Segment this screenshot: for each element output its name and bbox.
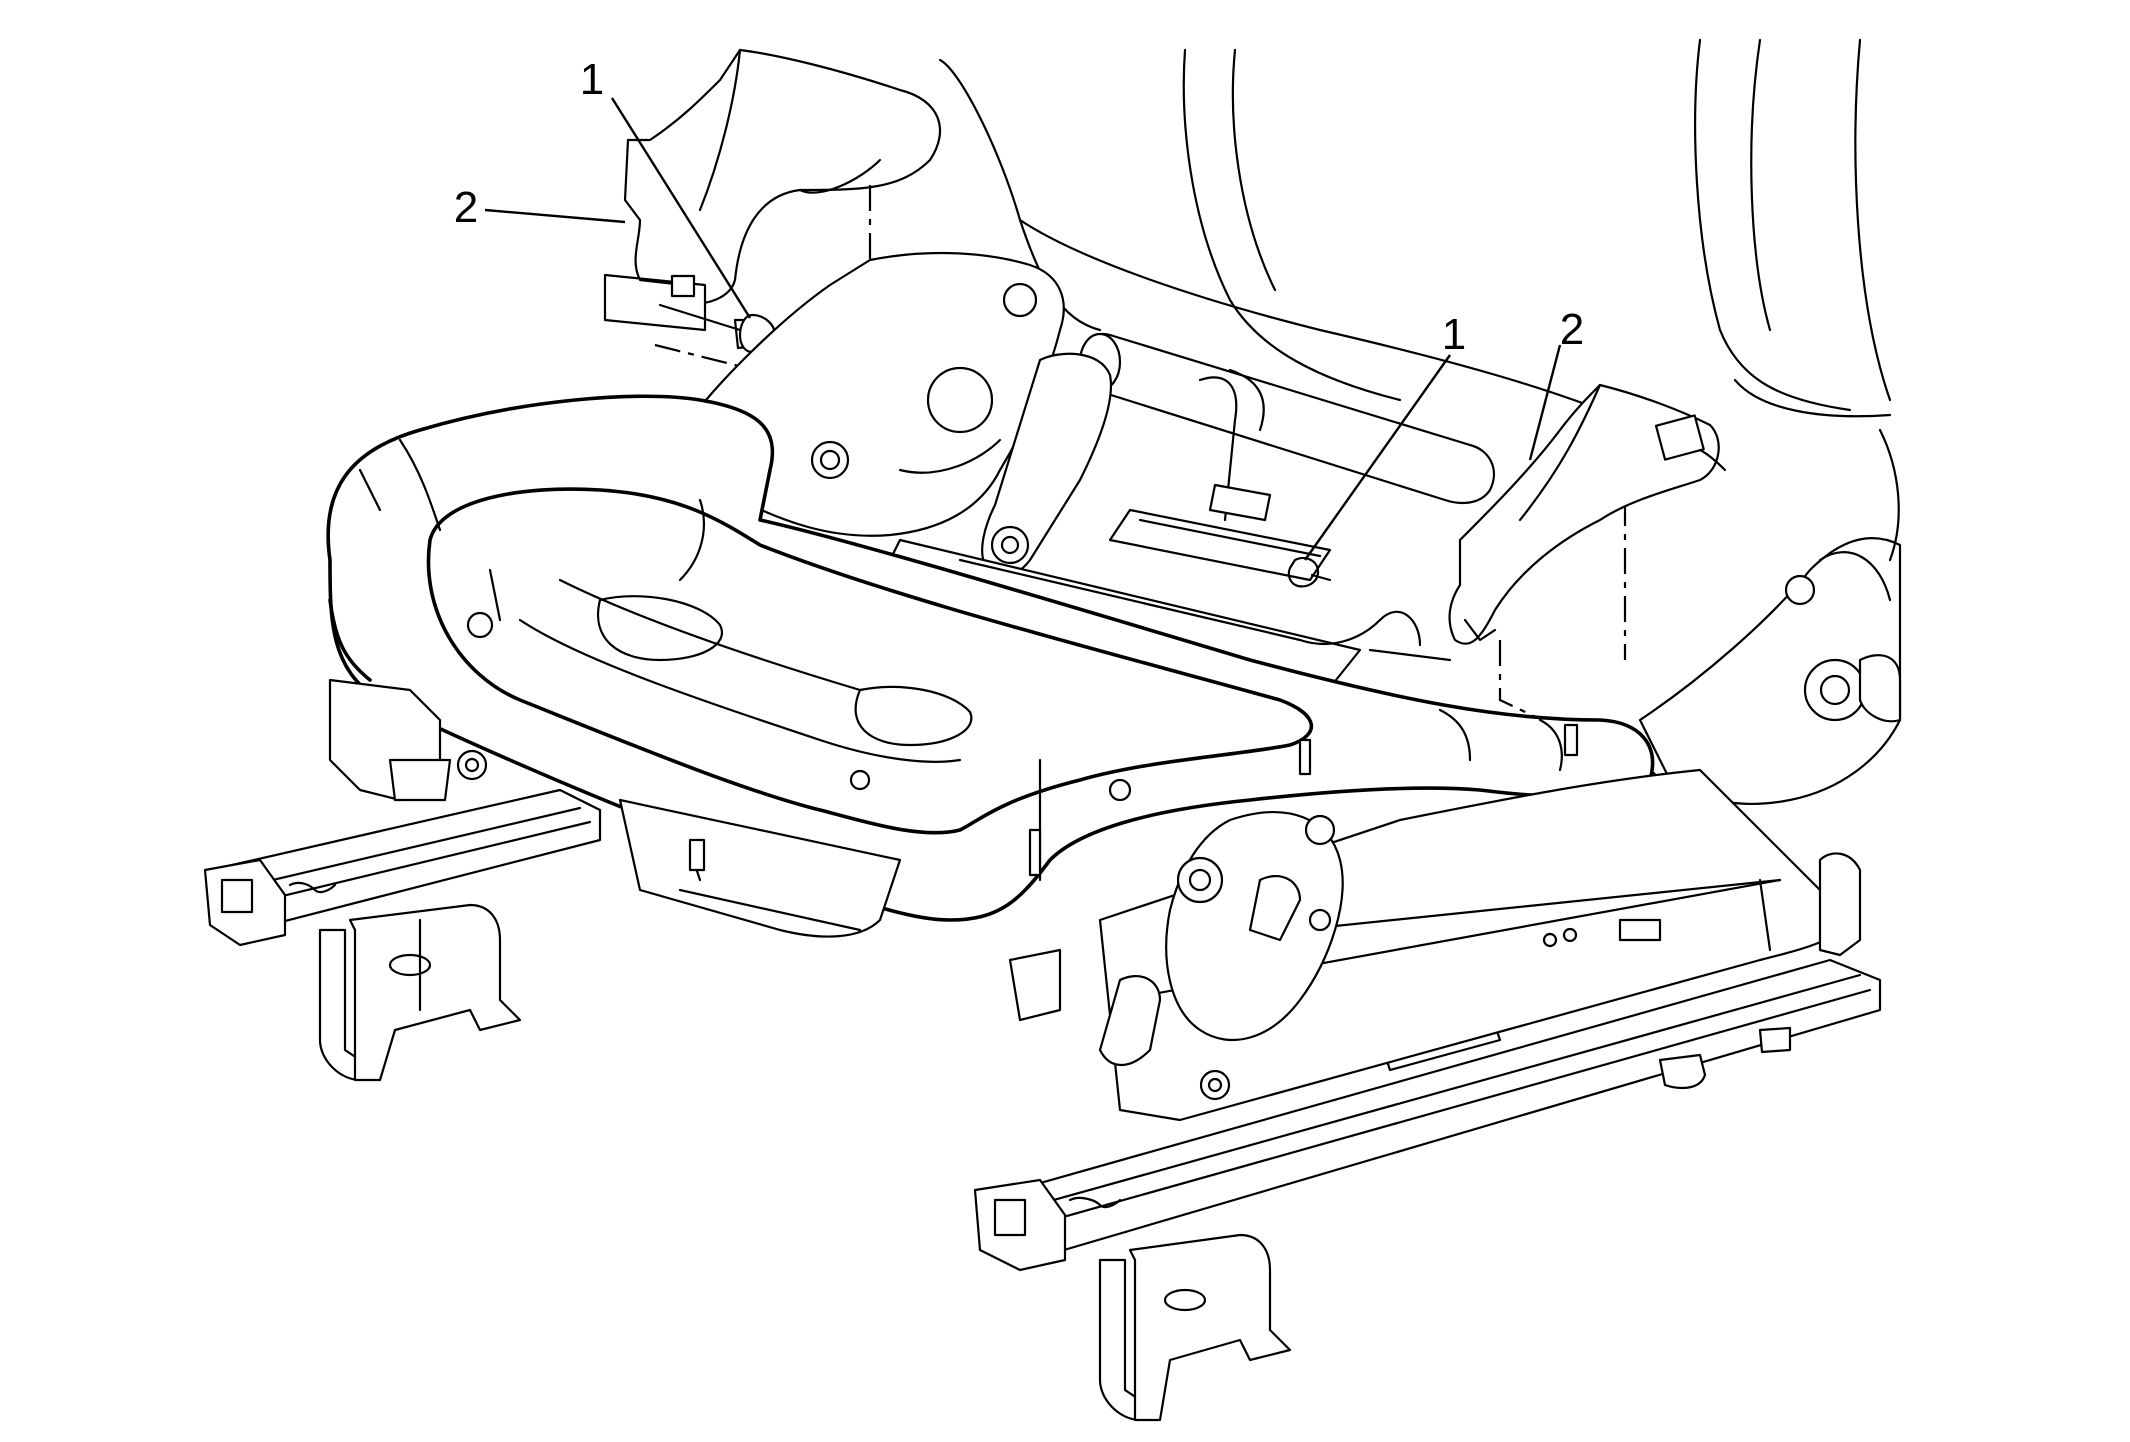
leader-left-bracket [484,208,626,224]
leader-right-bolt [1304,354,1451,561]
seat-cushion-frame [326,394,1655,922]
right-recliner-mechanism [1008,811,1344,1101]
callout-right-bracket: 2 [1559,305,1585,354]
seat-back-outline [938,38,1892,432]
leader-right-bracket [1528,344,1562,461]
callout-left-bolt: 1 [579,55,605,104]
left-side-plate [688,251,1065,537]
leader-lines [484,97,1562,561]
left-recliner-link [981,352,1112,577]
right-bolt [1287,556,1332,588]
right-seat-bracket [1448,383,1727,645]
callout-right-bolt: 1 [1441,310,1467,359]
callout-left-bracket: 2 [453,183,479,232]
right-side-frame [1638,428,1902,806]
left-seat-bracket [603,48,942,332]
left-seat-track [203,788,602,1082]
leader-left-bolt [610,97,752,319]
seat-motor-block [618,798,902,938]
rear-cross-tube [1078,332,1495,505]
left-front-bracket [328,678,488,802]
